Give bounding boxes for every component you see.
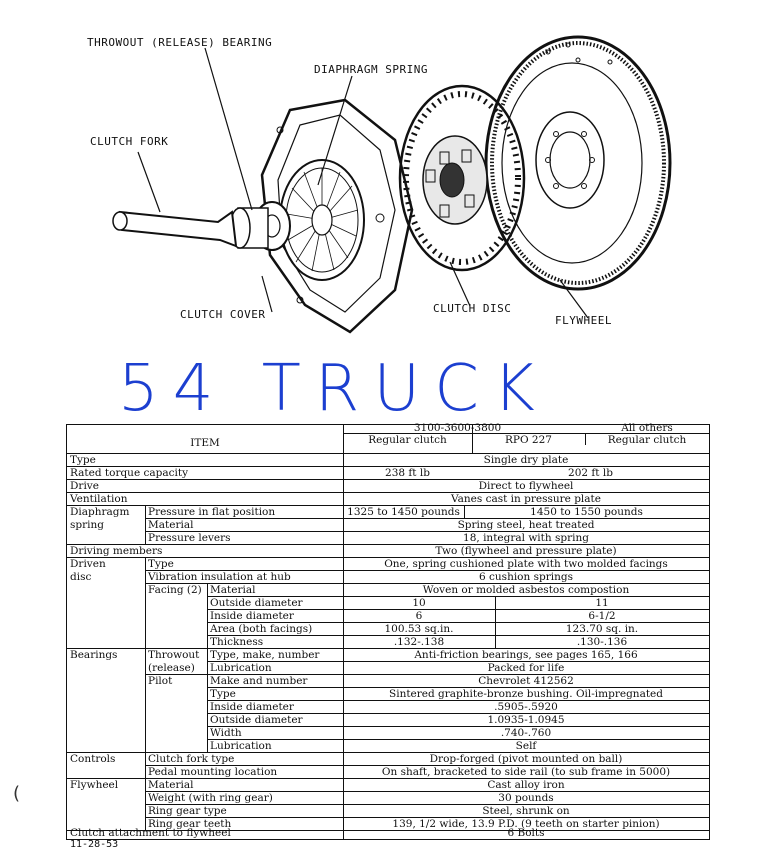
row-width-value: .740-.760	[500, 727, 552, 739]
group-release: (release)	[148, 662, 195, 674]
row-type-value: Single dry plate	[483, 454, 569, 466]
group-driven: Driven	[70, 558, 106, 570]
row-disc-type-label: Type	[148, 558, 174, 570]
label-throwout-bearing: THROWOUT (RELEASE) BEARING	[87, 36, 272, 49]
group-diaphragm: Diaphragm	[70, 506, 130, 518]
row-fw-material-label: Material	[148, 779, 194, 791]
row-ring-type-value: Steel, shrunk on	[482, 805, 570, 817]
row-area-a: 100.53 sq.in.	[384, 623, 454, 635]
row-lubrication-label: Lubrication	[210, 662, 272, 674]
row-disc-type-value: One, spring cushioned plate with two mol…	[384, 558, 668, 570]
row-ring-type-label: Ring gear type	[148, 805, 227, 817]
handwritten-note: 54 TRUCK	[118, 352, 549, 420]
row-fork-type-value: Drop-forged (pivot mounted on ball)	[429, 753, 623, 765]
row-make-number-value: Chevrolet 412562	[478, 675, 574, 687]
row-id-a: 6	[415, 610, 423, 622]
row-fw-material-value: Cast alloy iron	[487, 779, 565, 791]
row-pressure-a: 1325 to 1450 pounds	[347, 506, 460, 518]
group-controls: Controls	[70, 753, 116, 765]
group-throwout: Throwout	[148, 649, 200, 661]
clutch-disc-drawing	[398, 84, 526, 272]
group-disc: disc	[70, 571, 92, 583]
row-weight-label: Weight (with ring gear)	[148, 792, 273, 804]
row-facing-material-value: Woven or molded asbestos compostion	[422, 584, 630, 596]
row-thickness-label: Thickness	[210, 636, 264, 648]
row-facing-material-label: Material	[210, 584, 256, 596]
row-pressure-flat-label: Pressure in flat position	[148, 506, 276, 518]
row-lubrication-value: Packed for life	[487, 662, 565, 674]
row-area-label: Area (both facings)	[210, 623, 313, 635]
row-ring-teeth-value: 139, 1/2 wide, 13.9 P.D. (9 teeth on sta…	[392, 818, 660, 830]
row-material-value: Spring steel, heat treated	[457, 519, 595, 531]
row-fork-type-label: Clutch fork type	[148, 753, 235, 765]
row-id-label: Inside diameter	[210, 610, 294, 622]
label-clutch-disc: CLUTCH DISC	[433, 302, 511, 315]
label-clutch-cover: CLUTCH COVER	[180, 308, 265, 321]
label-clutch-fork: CLUTCH FORK	[90, 135, 168, 148]
row-od-a: 10	[412, 597, 426, 609]
flywheel-drawing	[484, 35, 672, 291]
header-regular-clutch: Regular clutch	[368, 434, 447, 446]
row-type-label: Type	[70, 454, 96, 466]
row-ring-teeth-label: Ring gear teeth	[148, 818, 232, 830]
row-vibration-value: 6 cushion springs	[479, 571, 573, 583]
row-type-make-value: Anti-friction bearings, see pages 165, 1…	[414, 649, 638, 661]
row-driving-members-value: Two (flywheel and pressure plate)	[435, 545, 617, 557]
header-models: 3100-3600-3800	[413, 422, 502, 434]
row-pilot-od-value: 1.0935-1.0945	[487, 714, 565, 726]
label-diaphragm-spring: DIAPHRAGM SPRING	[314, 63, 428, 76]
row-area-b: 123.70 sq. in.	[565, 623, 639, 635]
row-torque-b: 202 ft lb	[568, 467, 613, 479]
throwout-bearing-drawing	[229, 201, 291, 251]
clutch-exploded-diagram: THROWOUT (RELEASE) BEARING DIAPHRAGM SPR…	[87, 35, 672, 420]
row-pilot-id-value: .5905-.5920	[494, 701, 558, 713]
header-item: ITEM	[190, 437, 220, 449]
row-type-make-label: Type, make, number	[210, 649, 320, 661]
row-pilot-lub-value: Self	[515, 740, 537, 752]
clutch-fork-drawing	[112, 210, 238, 248]
group-bearings: Bearings	[70, 649, 118, 661]
row-od-label: Outside diameter	[210, 597, 303, 609]
row-material-label: Material	[148, 519, 194, 531]
row-pilot-type-value: Sintered graphite-bronze bushing. Oil-im…	[389, 688, 663, 700]
header-all-others: All others	[621, 422, 673, 434]
leader-lines	[137, 47, 589, 319]
row-thickness-a: .132-.138	[393, 636, 445, 648]
row-pressure-levers-value: 18, integral with spring	[463, 532, 589, 544]
row-thickness-b: .130-.136	[576, 636, 628, 648]
header-rpo: RPO 227	[505, 434, 552, 446]
row-ventilation-label: Ventilation	[70, 493, 128, 505]
footer-date: 11-28-53	[70, 839, 119, 850]
row-torque-label: Rated torque capacity	[70, 467, 189, 479]
group-spring: spring	[70, 519, 104, 531]
header-regular-clutch-2: Regular clutch	[607, 434, 687, 446]
row-drive-label: Drive	[70, 480, 99, 492]
row-make-number-label: Make and number	[210, 675, 308, 687]
row-pressure-levers-label: Pressure levers	[148, 532, 231, 544]
row-pedal-value: On shaft, bracketed to side rail (to sub…	[381, 766, 671, 778]
row-ventilation-value: Vanes cast in pressure plate	[451, 493, 601, 505]
row-pilot-type-label: Type	[210, 688, 236, 700]
row-driving-members-label: Driving members	[70, 545, 163, 557]
row-pedal-label: Pedal mounting location	[148, 766, 278, 778]
row-pressure-b: 1450 to 1550 pounds	[530, 506, 643, 518]
row-pilot-od-label: Outside diameter	[210, 714, 303, 726]
label-flywheel: FLYWHEEL	[555, 314, 612, 327]
row-torque-a: 238 ft lb	[385, 467, 430, 479]
group-flywheel: Flywheel	[70, 779, 119, 791]
group-facing: Facing (2)	[148, 584, 202, 596]
row-drive-value: Direct to flywheel	[478, 480, 574, 492]
row-pilot-lub-label: Lubrication	[210, 740, 272, 752]
margin-mark: (	[13, 783, 21, 804]
clutch-spec-table: ITEM 3100-3600-3800 All others Regular c…	[66, 422, 710, 840]
row-vibration-label: Vibration insulation at hub	[148, 571, 291, 583]
row-attachment-label: Clutch attachment to flywheel	[70, 827, 231, 839]
row-width-label: Width	[210, 727, 242, 739]
row-attachment-value: 6 Bolts	[507, 827, 545, 839]
row-od-b: 11	[595, 597, 609, 609]
row-id-b: 6-1/2	[588, 610, 616, 622]
group-pilot: Pilot	[148, 675, 173, 687]
row-pilot-id-label: Inside diameter	[210, 701, 294, 713]
row-weight-value: 30 pounds	[498, 792, 554, 804]
